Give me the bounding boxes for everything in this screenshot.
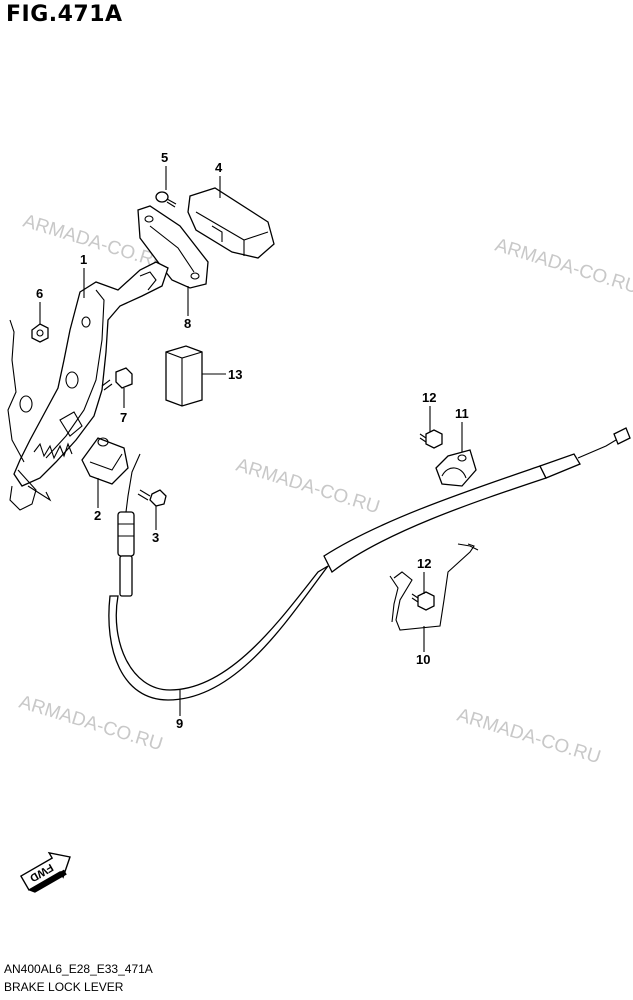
part-5-screw	[155, 191, 177, 208]
callout-13: 13	[228, 367, 242, 382]
callout-10: 10	[416, 652, 430, 667]
fwd-arrow: FWD	[19, 851, 71, 893]
part-8-cover-plate	[137, 205, 209, 289]
part-3-bolt	[137, 489, 167, 507]
part-12-bolt-upper	[419, 429, 443, 449]
figure-code: AN400AL6_E28_E33_471A	[4, 962, 153, 976]
callout-12a: 12	[422, 390, 436, 405]
callout-11: 11	[455, 406, 469, 421]
watermark-2: ARMADA-CO.RU	[493, 235, 633, 299]
part-11-clamp	[435, 449, 477, 487]
callout-3: 3	[152, 530, 159, 545]
part-6-nut	[31, 323, 49, 343]
callout-8: 8	[184, 316, 191, 331]
callout-6: 6	[36, 286, 43, 301]
part-4-lever-knob	[187, 187, 275, 259]
part-9-brake-cable	[108, 427, 631, 701]
callout-labels: 1 2 3 4 5 6 7 8 9 10 11 12 12 13	[36, 150, 469, 731]
watermark-3: ARMADA-CO.RU	[234, 455, 382, 519]
leader-lines	[39, 166, 463, 716]
part-13-label-block	[165, 345, 203, 407]
callout-12b: 12	[417, 556, 431, 571]
part-1-lever-bracket	[7, 261, 169, 511]
callout-9: 9	[176, 716, 183, 731]
callout-2: 2	[94, 508, 101, 523]
watermark-5: ARMADA-CO.RU	[455, 705, 603, 769]
callout-5: 5	[161, 150, 168, 165]
callout-4: 4	[215, 160, 223, 175]
part-2-cable-holder	[81, 437, 129, 485]
figure-subtitle: BRAKE LOCK LEVER	[4, 980, 124, 994]
callout-7: 7	[120, 410, 127, 425]
part-10-bracket	[389, 543, 479, 631]
watermark-4: ARMADA-CO.RU	[17, 692, 165, 756]
part-7-bolt	[101, 367, 133, 391]
callout-1: 1	[80, 252, 87, 267]
figure-title: FIG.471A	[6, 2, 123, 27]
part-12-bolt-lower	[411, 591, 435, 611]
